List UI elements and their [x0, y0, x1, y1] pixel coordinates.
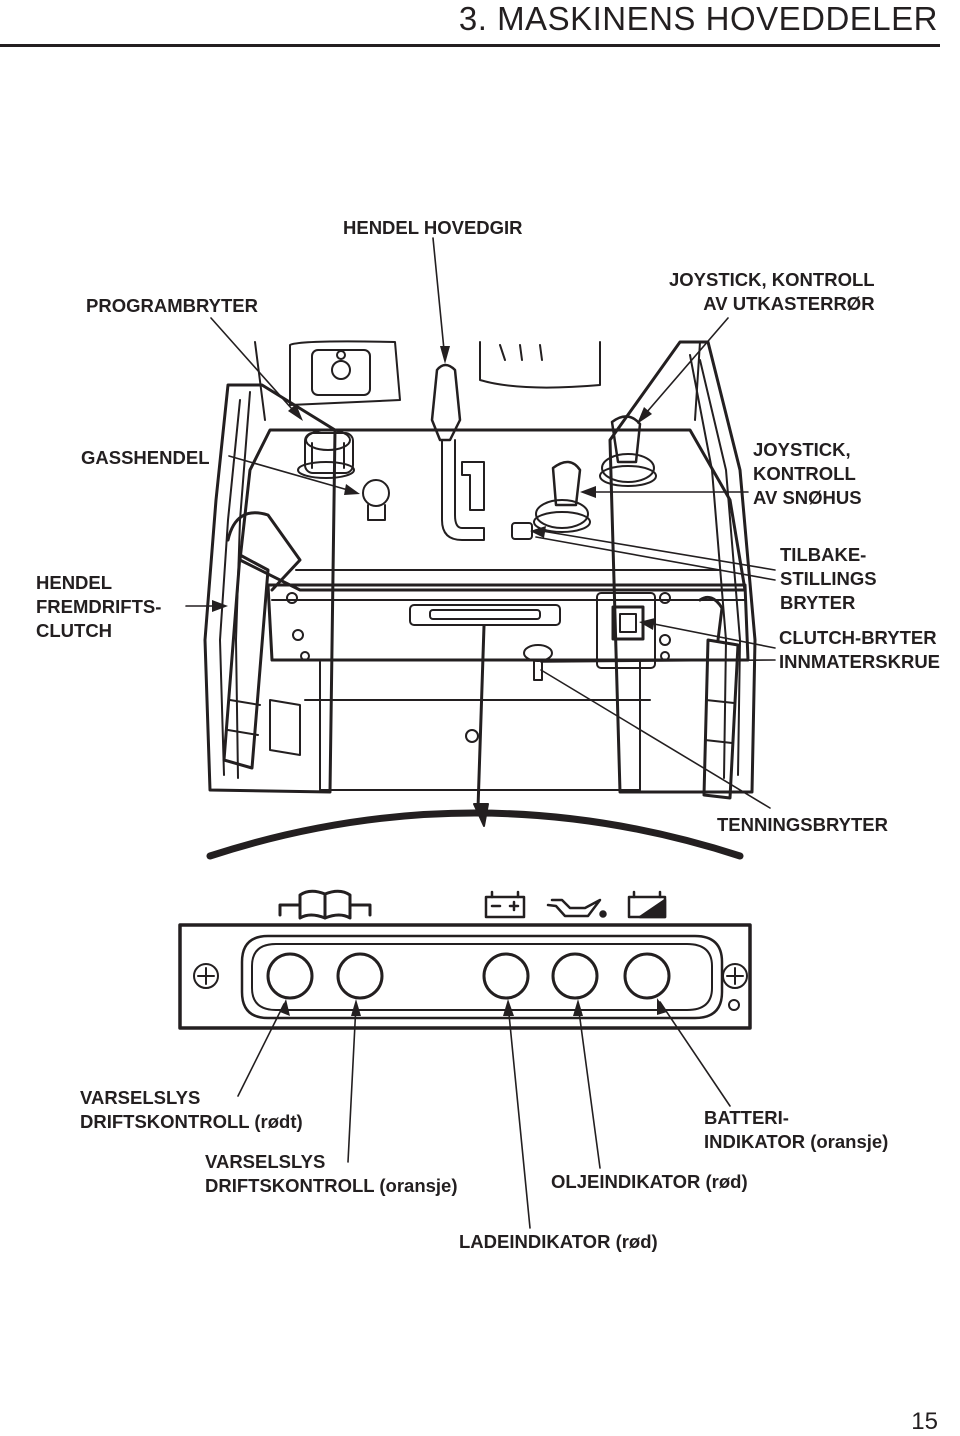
page-number: 15 — [911, 1408, 938, 1435]
page-title: 3. MASKINENS HOVEDDELER — [458, 0, 938, 37]
label-lade: LADEINDIKATOR (rød) — [459, 1231, 658, 1252]
label-varsel-rodt: VARSELSLYS DRIFTSKONTROLL (rødt) — [80, 1087, 303, 1132]
label-innmaterskrue: INNMATERSKRUE — [779, 651, 941, 672]
label-clutch-bryter: CLUTCH-BRYTER — [779, 627, 937, 648]
oil-can-icon — [546, 898, 607, 918]
label-joystick-snohus: JOYSTICK, KONTROLL AV SNØHUS — [753, 439, 862, 508]
label-olje: OLJEINDIKATOR (rød) — [551, 1171, 748, 1192]
label-varsel-oransje: VARSELSLYS DRIFTSKONTROLL (oransje) — [205, 1151, 458, 1196]
label-hendel-hovedgir: HENDEL HOVEDGIR — [343, 217, 523, 238]
indicator-panel — [178, 923, 752, 1030]
label-hendel-fremdrift: HENDEL FREMDRIFTS- CLUTCH — [36, 572, 162, 641]
battery-charge-icon — [484, 890, 526, 919]
label-gasshendel: GASSHENDEL — [81, 447, 210, 468]
label-tilbakestilling: TILBAKE- STILLINGS BRYTER — [780, 544, 877, 613]
label-tenningsbryter: TENNINGSBRYTER — [717, 814, 888, 835]
label-programbryter: PROGRAMBRYTER — [86, 295, 258, 316]
battery-level-icon — [627, 890, 667, 919]
header-rule — [0, 44, 940, 47]
book-warning-icon — [278, 889, 372, 920]
label-batteri: BATTERI- INDIKATOR (oransje) — [704, 1107, 889, 1152]
indicator-lamps — [266, 952, 671, 1000]
label-joystick-utkasterror: JOYSTICK, KONTROLL AV UTKASTERRØR — [669, 269, 875, 314]
